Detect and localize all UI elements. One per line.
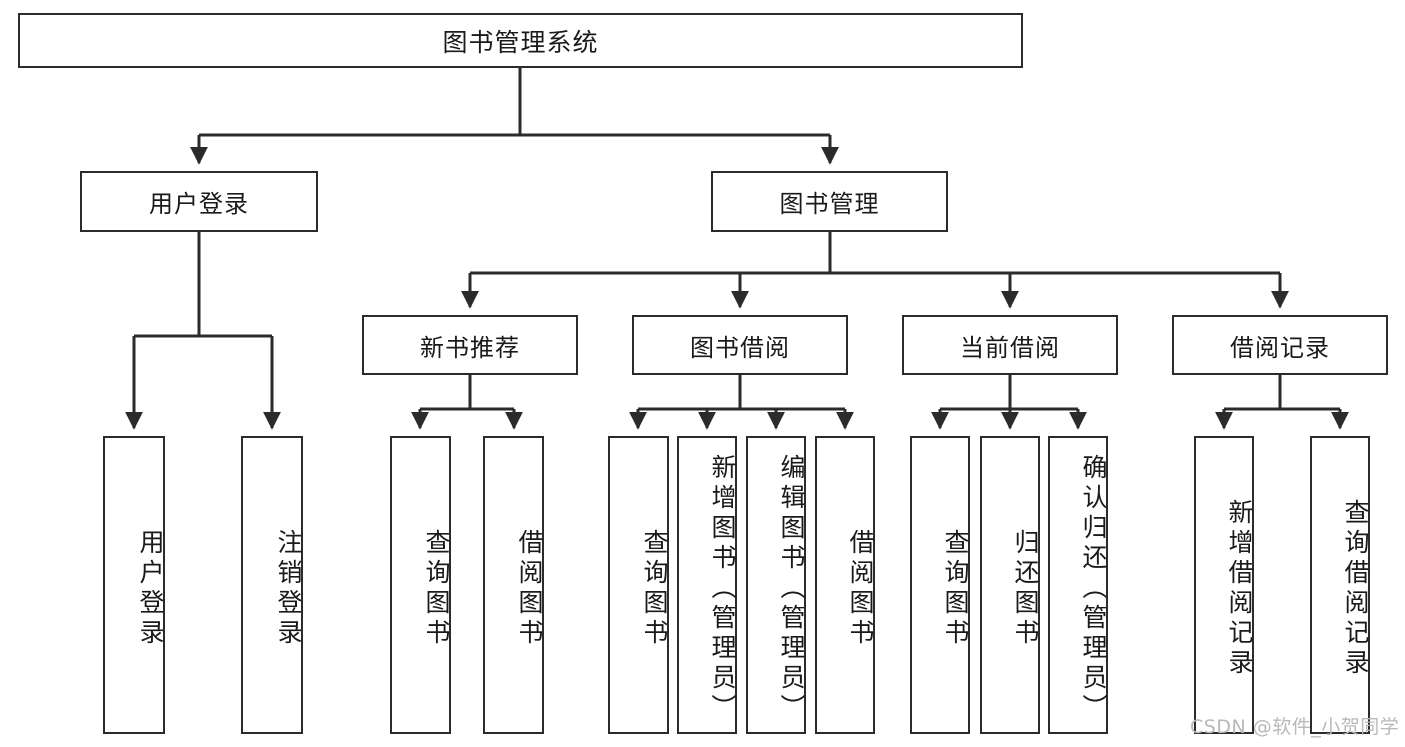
leaf-query-borrow-record[interactable]: 查询借阅记录 (1310, 436, 1370, 734)
leaf-edit-book-admin[interactable]: 编辑图书（管理员） (746, 436, 806, 734)
leaf-logout[interactable]: 注销登录 (241, 436, 303, 734)
node-root-label: 图书管理系统 (442, 27, 599, 57)
node-current-borrow[interactable]: 当前借阅 (902, 315, 1118, 375)
node-new-book-recommend-label: 新书推荐 (420, 333, 520, 362)
leaf-label: 归还图书 (1011, 529, 1040, 649)
node-borrow-record-label: 借阅记录 (1230, 333, 1330, 362)
node-book-management[interactable]: 图书管理 (711, 171, 948, 232)
node-root[interactable]: 图书管理系统 (18, 13, 1023, 68)
node-borrow-record[interactable]: 借阅记录 (1172, 315, 1388, 375)
watermark: CSDN @软件_小贺同学 (1190, 716, 1400, 738)
leaf-add-borrow-record[interactable]: 新增借阅记录 (1194, 436, 1254, 734)
leaf-label: 注销登录 (274, 529, 303, 649)
node-book-borrow-label: 图书借阅 (690, 333, 790, 362)
node-user-login[interactable]: 用户登录 (80, 171, 318, 232)
leaf-add-book-admin[interactable]: 新增图书（管理员） (677, 436, 737, 734)
leaf-label: 借阅图书 (846, 529, 875, 649)
leaf-label: 查询图书 (640, 529, 669, 649)
leaf-borrow-book-new[interactable]: 借阅图书 (483, 436, 544, 734)
leaf-user-login[interactable]: 用户登录 (103, 436, 165, 734)
node-user-login-label: 用户登录 (149, 190, 249, 218)
leaf-borrow-book[interactable]: 借阅图书 (815, 436, 875, 734)
leaf-label: 查询借阅记录 (1341, 499, 1370, 679)
leaf-query-book-current[interactable]: 查询图书 (910, 436, 970, 734)
node-current-borrow-label: 当前借阅 (960, 333, 1060, 362)
leaf-query-book[interactable]: 查询图书 (608, 436, 669, 734)
node-book-borrow[interactable]: 图书借阅 (632, 315, 848, 375)
leaf-label: 借阅图书 (515, 529, 544, 649)
leaf-query-book-new[interactable]: 查询图书 (390, 436, 451, 734)
leaf-label: 用户登录 (136, 529, 165, 649)
leaf-label: 查询图书 (941, 529, 970, 649)
leaf-label: 新增图书（管理员） (708, 454, 737, 724)
leaf-return-book[interactable]: 归还图书 (980, 436, 1040, 734)
leaf-confirm-return-admin[interactable]: 确认归还（管理员） (1048, 436, 1108, 734)
node-book-management-label: 图书管理 (779, 190, 880, 218)
leaf-label: 查询图书 (422, 529, 451, 649)
leaf-label: 新增借阅记录 (1225, 499, 1254, 679)
leaf-label: 编辑图书（管理员） (777, 454, 806, 724)
node-new-book-recommend[interactable]: 新书推荐 (362, 315, 578, 375)
leaf-label: 确认归还（管理员） (1079, 454, 1108, 724)
